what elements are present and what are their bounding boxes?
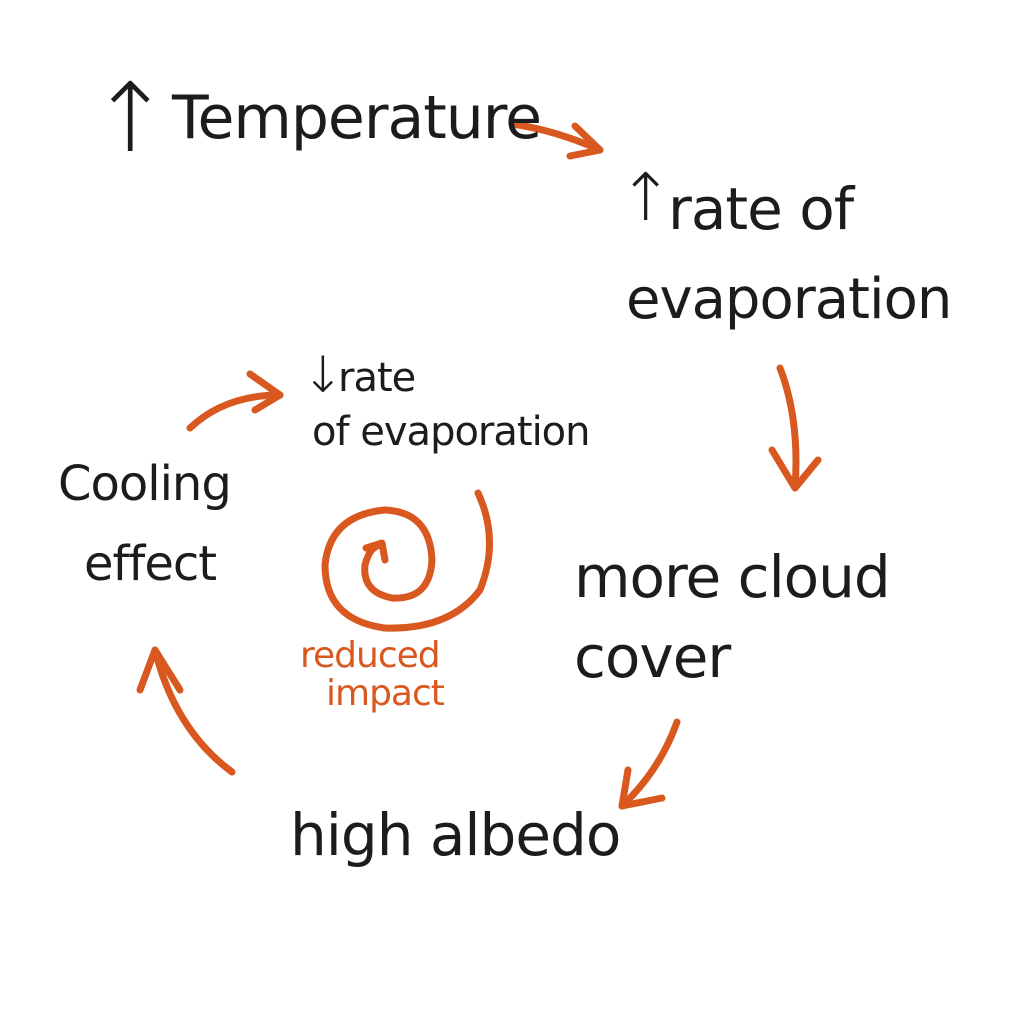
temperature-label: Temperature <box>172 83 542 153</box>
arrow-albedo-to-cooling <box>136 646 236 776</box>
more-cloud-label: more cloud <box>574 543 891 611</box>
arrow-cloud-to-albedo <box>618 718 681 810</box>
of-evaporation-label: of evaporation <box>312 409 591 455</box>
evaporation-label: evaporation <box>626 267 952 332</box>
up-arrow-icon: ↑ <box>618 159 673 236</box>
effect-label: effect <box>84 536 217 592</box>
cooling-label: Cooling <box>58 456 232 512</box>
arrow-temperature-to-evaporation <box>508 120 604 160</box>
high-albedo-label: high albedo <box>290 801 621 869</box>
arrow-evaporation-to-cloud <box>768 364 822 492</box>
cover-label: cover <box>574 623 731 691</box>
down-arrow-icon: ↓ <box>302 346 344 404</box>
impact-label: impact <box>326 673 445 714</box>
rate-of-label: rate of <box>668 175 854 243</box>
rate-label: rate <box>338 355 416 401</box>
spiral-icon <box>321 489 494 632</box>
arrow-cooling-to-evaporation-down <box>186 370 284 432</box>
reduced-label: reduced <box>300 635 441 676</box>
up-arrow-icon: ↑ <box>90 62 170 174</box>
